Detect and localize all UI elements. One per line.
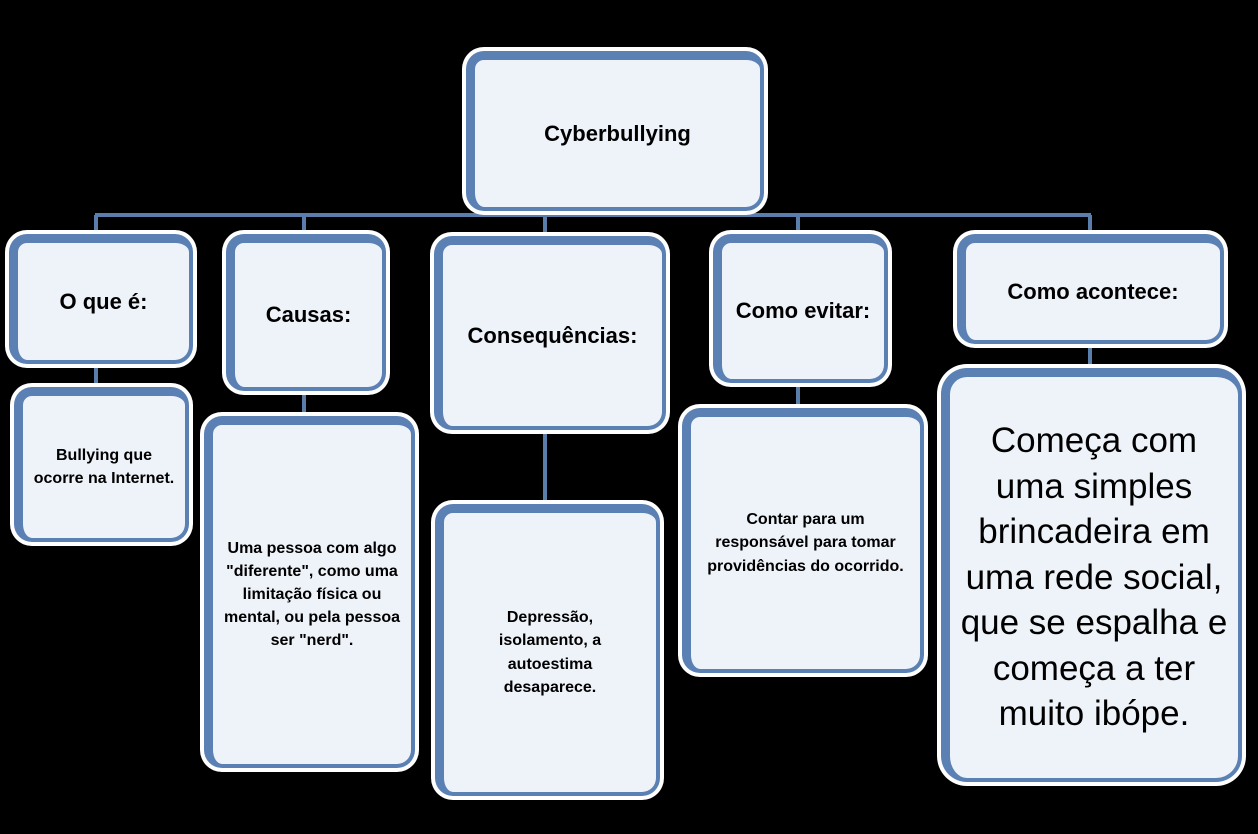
detail-consequences: Depressão, isolamento, a autoestima desa… bbox=[435, 504, 660, 796]
branch-how-it-happens: Como acontece: bbox=[957, 234, 1224, 344]
branch-title: Como acontece: bbox=[1007, 278, 1179, 304]
detail-how-to-avoid: Contar para um responsável para tomar pr… bbox=[682, 408, 924, 673]
detail-text: Depressão, isolamento, a autoestima desa… bbox=[498, 609, 602, 696]
detail-text: Bullying que ocorre na Internet. bbox=[33, 446, 175, 487]
connector-horizontal bbox=[95, 213, 1091, 217]
branch-title: O que é: bbox=[59, 288, 148, 314]
branch-how-to-avoid: Como evitar: bbox=[713, 234, 888, 383]
detail-text: Começa com uma simples brincadeira em um… bbox=[960, 421, 1228, 734]
detail-causes: Uma pessoa com algo "diferente", como um… bbox=[204, 416, 415, 768]
branch-causes: Causas: bbox=[226, 234, 386, 391]
branch-title: Consequências: bbox=[467, 322, 638, 348]
root-node: Cyberbullying bbox=[466, 51, 764, 211]
branch-what-is: O que é: bbox=[9, 234, 193, 364]
detail-text: Contar para um responsável para tomar pr… bbox=[707, 511, 904, 575]
detail-text: Uma pessoa com algo "diferente", como um… bbox=[223, 539, 401, 650]
detail-what-is: Bullying que ocorre na Internet. bbox=[14, 387, 189, 542]
detail-how-it-happens: Começa com uma simples brincadeira em um… bbox=[941, 368, 1242, 782]
branch-consequences: Consequências: bbox=[434, 236, 666, 430]
branch-title: Como evitar: bbox=[735, 298, 871, 323]
root-label: Cyberbullying bbox=[544, 120, 691, 146]
branch-title: Causas: bbox=[265, 302, 352, 327]
